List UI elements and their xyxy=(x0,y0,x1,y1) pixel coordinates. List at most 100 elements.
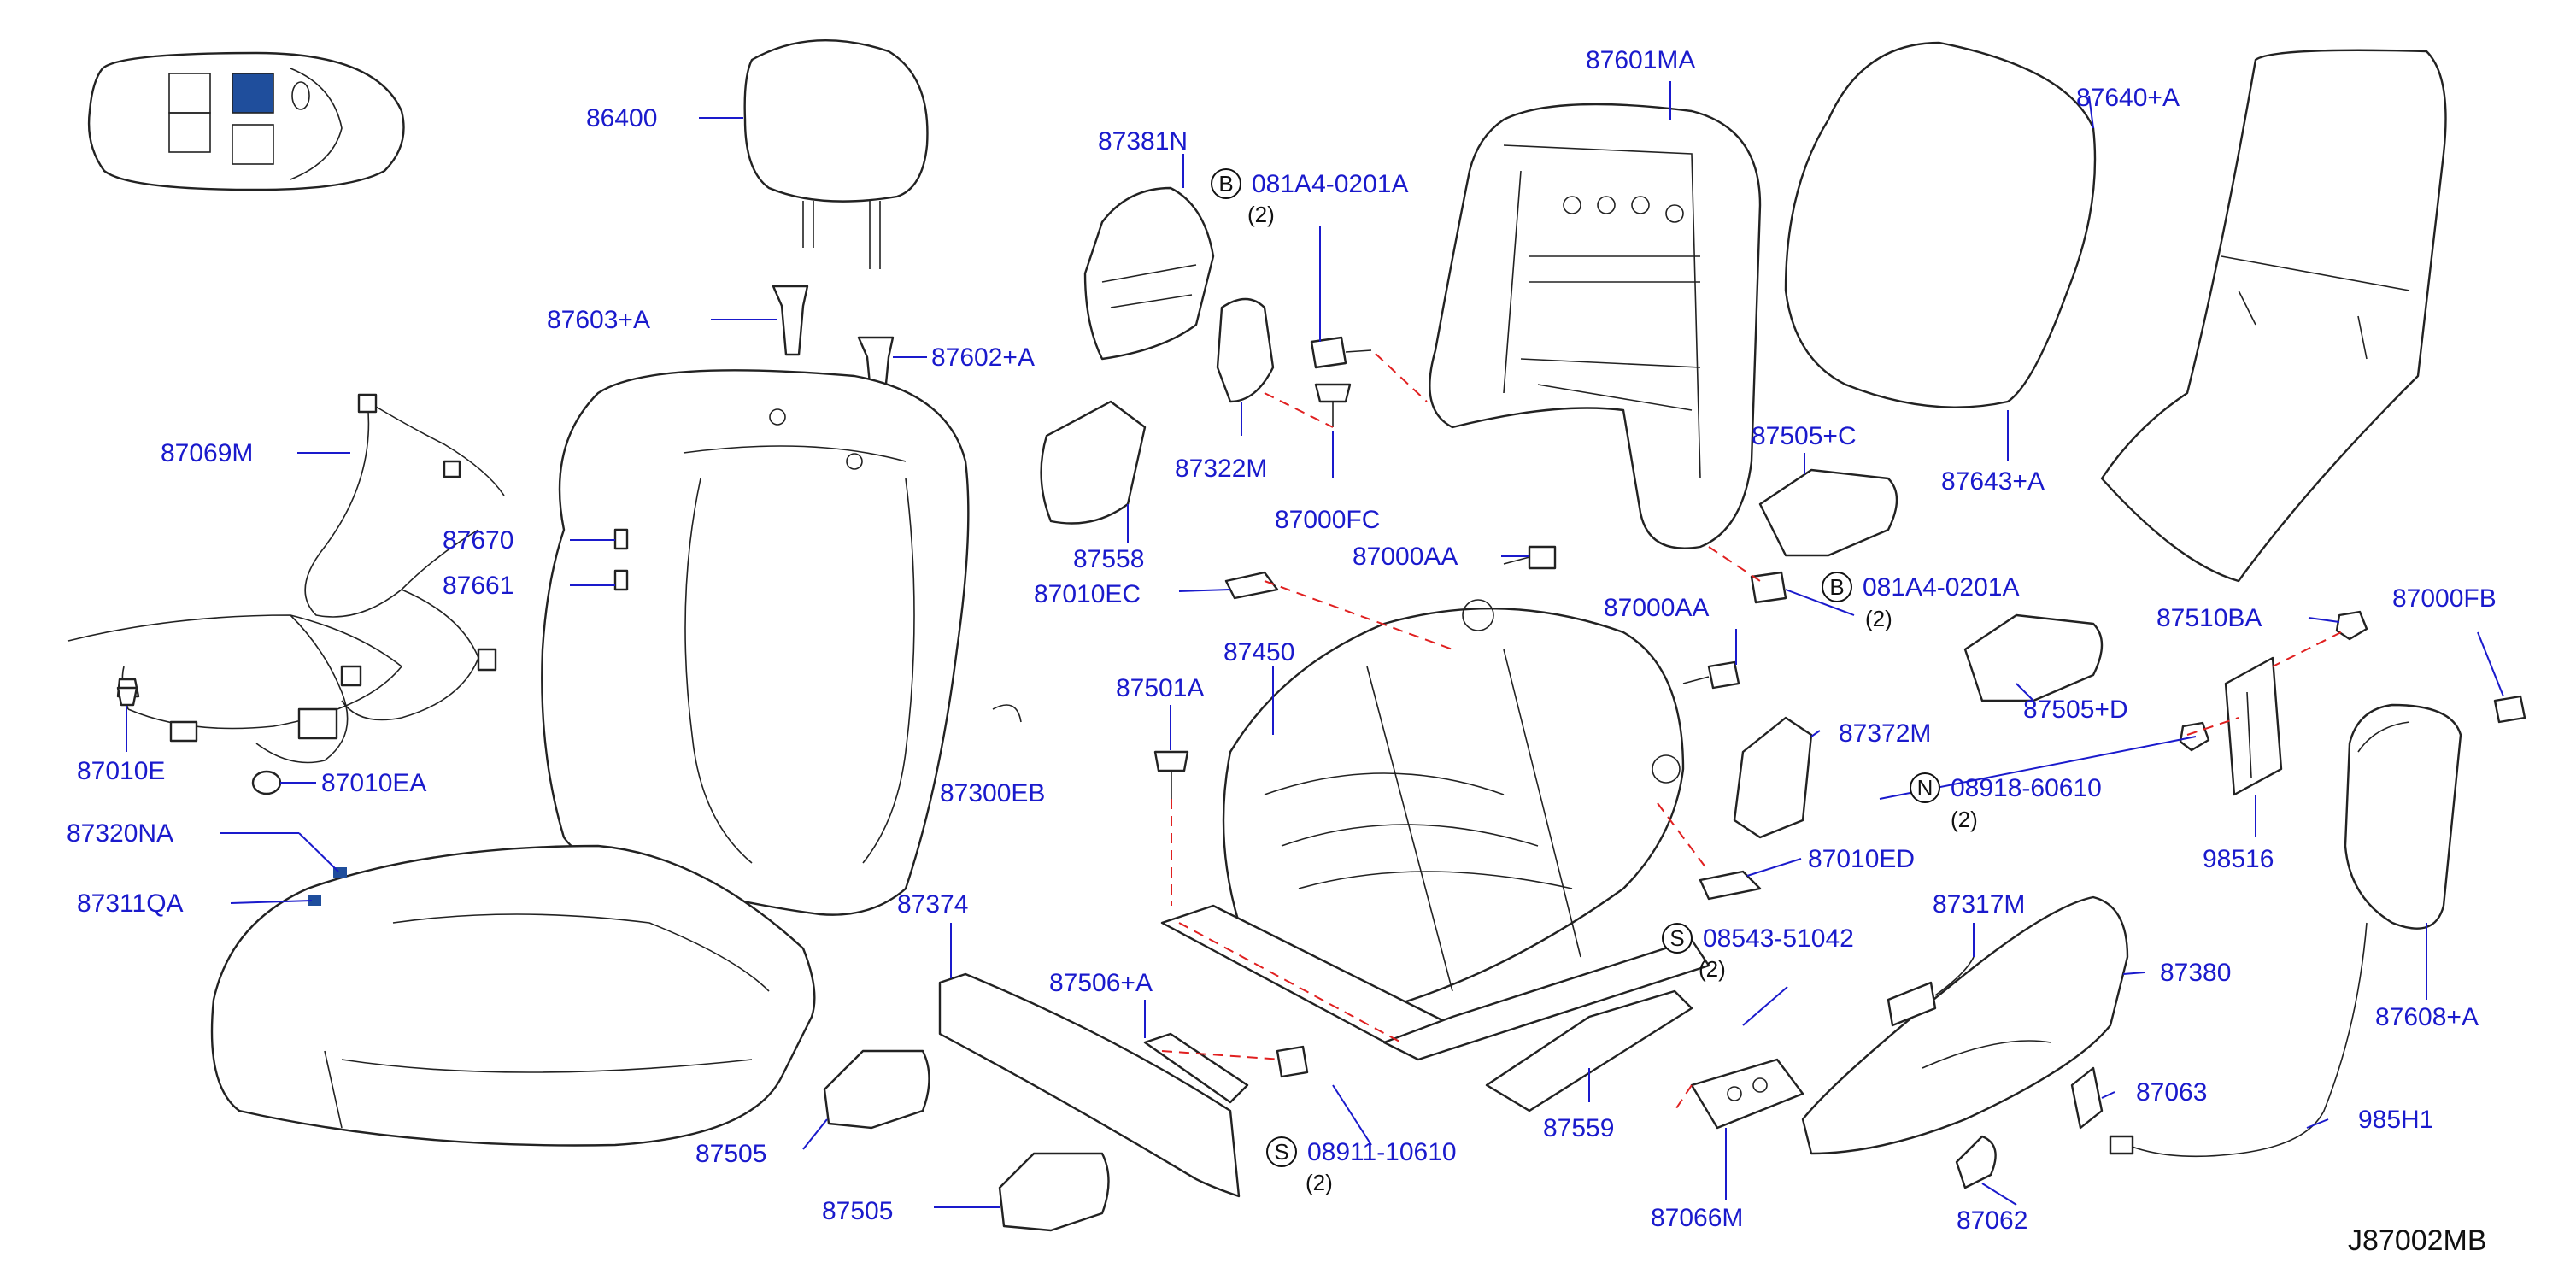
callout-87510ba: 87510BA xyxy=(2156,604,2262,632)
side-airbag-module xyxy=(2344,703,2462,930)
grommet-ring xyxy=(251,770,282,795)
callout-87010ea: 87010EA xyxy=(321,769,426,797)
callout-87505-top: 87505 xyxy=(695,1140,766,1168)
svg-text:081A4-0201A: 081A4-0201A xyxy=(1863,573,2020,602)
callout-87602-a: 87602+A xyxy=(931,343,1035,372)
callout-87643-a: 87643+A xyxy=(1941,467,2045,496)
callout-87558: 87558 xyxy=(1073,545,1144,573)
callout-87501a: 87501A xyxy=(1116,674,1204,702)
fastener-s-08911: S 08911-10610 (2) xyxy=(1266,1136,1457,1195)
bolts-87000fc xyxy=(1314,383,1352,427)
callout-87000fc: 87000FC xyxy=(1275,506,1380,534)
callout-87000aa-upper: 87000AA xyxy=(1353,543,1458,571)
callout-87505-bottom: 87505 xyxy=(822,1197,893,1225)
svg-text:08911-10610: 08911-10610 xyxy=(1307,1138,1457,1166)
track-cover-87559 xyxy=(1485,989,1693,1112)
recliner-cover-87372m xyxy=(1733,716,1813,839)
callout-87608-a: 87608+A xyxy=(2375,1003,2479,1031)
callout-87381n: 87381N xyxy=(1098,127,1188,156)
fastener-s-08543: S 08543-51042 (2) xyxy=(1662,923,1854,982)
fastener-b-081a4-top: B 081A4-0201A (2) xyxy=(1211,168,1409,227)
assembly-lines xyxy=(1161,353,2342,1112)
callout-87506-a: 87506+A xyxy=(1049,969,1153,997)
fastener-b-081a4-mid: B 081A4-0201A (2) xyxy=(1822,572,2020,631)
recliner-cover-inner xyxy=(1216,297,1275,403)
seat-rail-right xyxy=(1382,938,1710,1061)
callout-87062: 87062 xyxy=(1957,1206,2027,1235)
svg-text:S: S xyxy=(1669,925,1684,951)
svg-text:(2): (2) xyxy=(1865,606,1892,631)
callout-87300eb: 87300EB xyxy=(940,779,1045,807)
seatback-pad xyxy=(1784,41,2097,408)
clip-87010ec xyxy=(1224,571,1279,600)
power-seat-switch xyxy=(1690,1058,1804,1130)
callout-87372m: 87372M xyxy=(1839,719,1931,748)
callout-87000fb: 87000FB xyxy=(2392,584,2497,613)
svg-text:N: N xyxy=(1917,775,1933,801)
callout-87380: 87380 xyxy=(2160,959,2231,987)
callout-87374: 87374 xyxy=(897,890,968,919)
callout-87010ed: 87010ED xyxy=(1808,845,1915,873)
callout-87010e: 87010E xyxy=(77,757,165,785)
svg-text:(2): (2) xyxy=(1951,807,1978,832)
knob-87062 xyxy=(1955,1135,1997,1189)
seatback-board xyxy=(2100,49,2447,583)
seatback-frame xyxy=(1429,103,1762,549)
callout-87450: 87450 xyxy=(1223,638,1294,666)
callout-87311qa: 87311QA xyxy=(77,889,184,918)
callout-87322m: 87322M xyxy=(1175,455,1267,483)
callout-87505-c: 87505+C xyxy=(1752,422,1857,450)
highlighted-seat-position xyxy=(232,73,274,114)
svg-text:S: S xyxy=(1274,1139,1288,1165)
callout-87010ec: 87010EC xyxy=(1034,580,1141,608)
airbag-harness-985h1 xyxy=(2109,922,2368,1158)
side-cover-panel xyxy=(1040,400,1147,525)
callout-87670: 87670 xyxy=(443,526,513,555)
seatback-trim-cover xyxy=(541,369,970,916)
callout-87000aa-lower: 87000AA xyxy=(1604,594,1709,622)
callout-87320na: 87320NA xyxy=(67,819,173,848)
headrest xyxy=(743,38,929,269)
callout-87505-d: 87505+D xyxy=(2023,696,2128,724)
bolt-87000aa-upper xyxy=(1503,545,1557,570)
bracket-98516 xyxy=(2224,656,2283,796)
foot-cover-87505-top xyxy=(823,1049,930,1130)
harness-87317m xyxy=(1887,956,1975,1027)
seat-cushion-trim-cover xyxy=(210,844,816,1147)
svg-text:(2): (2) xyxy=(1306,1170,1333,1195)
svg-text:081A4-0201A: 081A4-0201A xyxy=(1252,170,1409,198)
callout-86400: 86400 xyxy=(586,104,657,132)
fastener-callouts: B 081A4-0201A (2) B 081A4-0201A (2) N 08… xyxy=(1211,168,2102,1195)
callout-labels: 86400 87603+A 87602+A 87069M 87670 87661… xyxy=(67,46,2497,1235)
callout-985h1: 985H1 xyxy=(2358,1106,2433,1134)
vehicle-locator-icon xyxy=(87,51,405,191)
callout-98516: 98516 xyxy=(2203,845,2274,873)
bolt-87000fb xyxy=(2493,695,2526,724)
svg-text:(2): (2) xyxy=(1247,202,1275,227)
wire-harness xyxy=(67,393,505,764)
foot-cover-87505-bottom xyxy=(998,1152,1110,1232)
bolt-081a4-top xyxy=(1310,336,1372,369)
frame-cover-87505-c xyxy=(1758,468,1898,557)
harness-clip xyxy=(116,686,138,707)
svg-text:B: B xyxy=(1218,171,1233,197)
bolt-87000aa-lower xyxy=(1682,660,1740,690)
nut-87510ba xyxy=(2335,610,2368,641)
knob-87063 xyxy=(2070,1066,2104,1130)
diagram-id: J87002MB xyxy=(2348,1224,2487,1257)
callout-87559: 87559 xyxy=(1543,1114,1614,1142)
svg-text:08918-60610: 08918-60610 xyxy=(1951,774,2102,802)
front-trim-bar xyxy=(938,972,1241,1198)
seatback-cover-panel xyxy=(1083,186,1215,361)
callout-87066m: 87066M xyxy=(1651,1204,1743,1232)
svg-text:B: B xyxy=(1829,574,1844,600)
callout-87661: 87661 xyxy=(443,572,513,600)
svg-text:(2): (2) xyxy=(1699,956,1726,982)
bolt-87501a xyxy=(1153,750,1189,799)
callout-87601ma: 87601MA xyxy=(1586,46,1695,74)
callout-87069m: 87069M xyxy=(161,439,253,467)
callout-87603-a: 87603+A xyxy=(547,306,650,334)
callout-87317m: 87317M xyxy=(1933,890,2025,919)
bolt-081a4-mid xyxy=(1750,571,1787,604)
